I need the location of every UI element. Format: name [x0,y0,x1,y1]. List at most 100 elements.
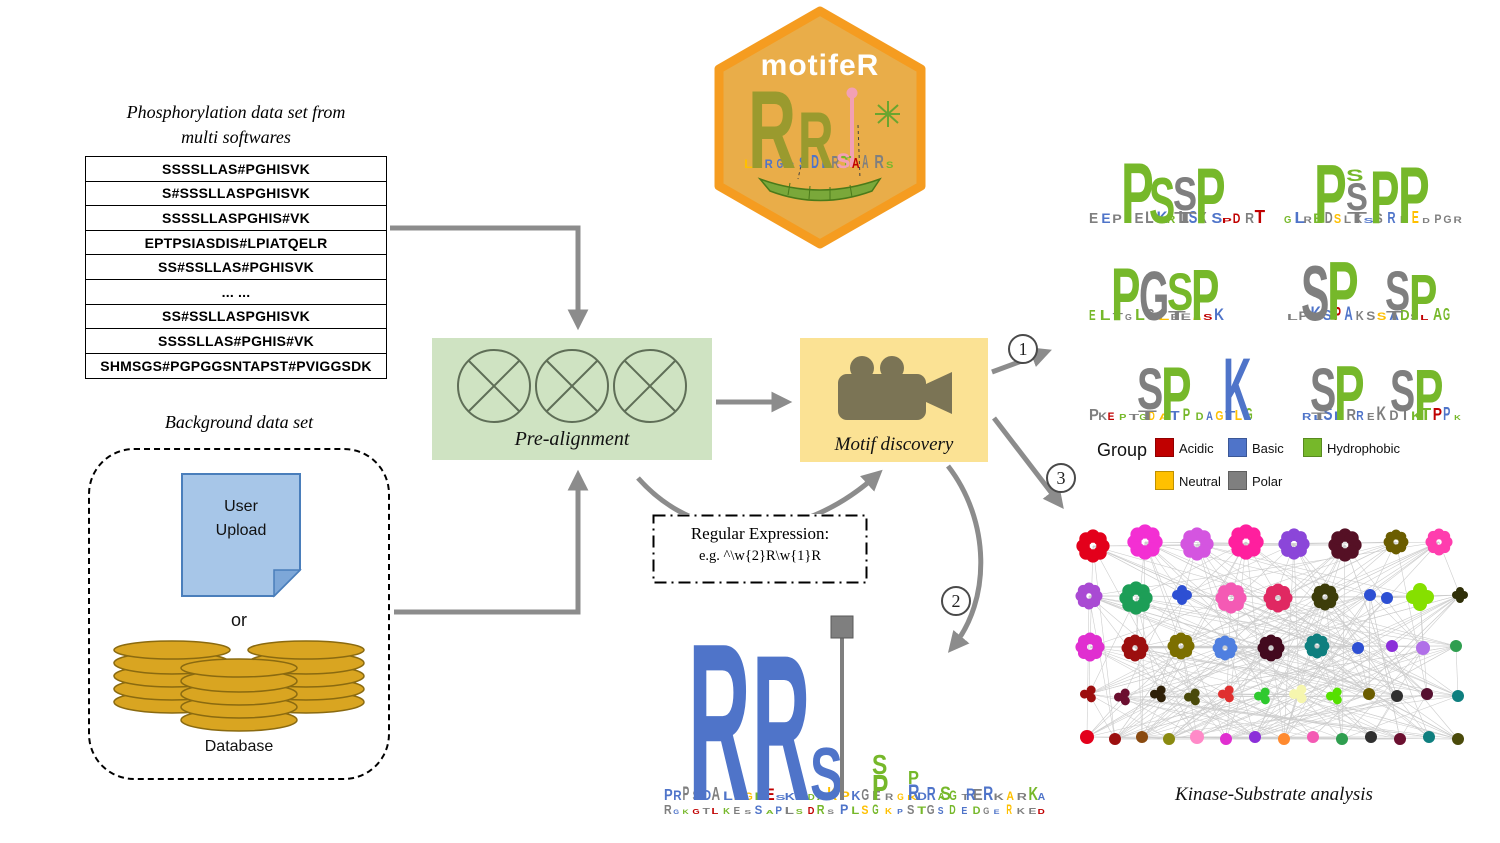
logo-letter: D [1038,807,1046,816]
logo-letter: P [683,784,690,805]
logo-letter: A [862,153,869,173]
logo-letter: A [852,155,860,171]
logo-letter: K [723,806,730,816]
logo-letter: R [673,787,682,803]
logo-letter: S [775,793,785,801]
logo-letter: L [1420,314,1429,322]
network-node-dot [1394,733,1406,745]
network-node-flower [1263,583,1293,613]
logo-letter: R [927,785,936,805]
logo-letter: S [1301,251,1329,332]
pre-alignment-box [432,338,712,460]
logo-letter: L [712,807,719,817]
network-node-dot [1416,641,1430,655]
arrow-output-3 [992,416,1064,509]
logo-letter: P [1327,246,1359,332]
network-node-flower [1212,635,1238,661]
legend-label-acidic: Acidic [1179,441,1214,456]
network-node-dot [1421,688,1433,700]
logo-letter: G [983,805,989,816]
logo-letter: R [817,802,825,817]
logo-letter: S [1173,167,1197,220]
logo-letter: G [1139,412,1146,421]
network-node-dot [1452,733,1464,745]
legend-title: Group [1097,440,1148,460]
logo-letter: A [712,785,721,805]
logo-letter: E [973,787,983,804]
logo-letter: E [733,806,740,817]
logo-letter: K [1354,214,1362,226]
table-row: SS#SSLLAS#PGHISVK [86,255,386,280]
logo-letter: R [1006,803,1012,818]
logo-letter: E [1028,807,1036,816]
logo-letter: E [1089,307,1096,323]
logo-letter: E [872,789,880,803]
network-node-dot [1363,688,1375,700]
logo-letter: R [798,97,834,186]
logo-letter: K [1356,309,1364,323]
logo-letter: T [1138,408,1157,424]
logo-letter: P [897,808,903,816]
logo-letter: T [1113,311,1124,322]
logo-letter: E [1089,210,1098,226]
logo-letter: S [1366,310,1375,323]
legend-label-polar: Polar [1252,474,1283,489]
logo-letter: T [1170,408,1180,422]
network-node-dot [1352,642,1364,654]
logo-letter: S [799,154,807,171]
logo-letter: S [1211,211,1222,227]
logo-letter: A [1006,790,1014,803]
network-caption: Kinase-Substrate analysis [1175,784,1373,805]
network-node-dot [1136,731,1148,743]
network-node-cluster [1150,685,1166,703]
phospho-dataset-title: Phosphorylation data set from multi soft… [60,100,412,150]
logo-letter: K [1028,784,1038,805]
logo-letter: L [1145,209,1154,227]
logo-letter: P [1299,309,1309,323]
logo-letter: R [787,161,795,170]
logo-letter: D [1148,410,1155,424]
logo-letter: S [938,805,944,816]
boat-hatch-lines [787,182,853,200]
note-line1: User [224,498,258,515]
logo-letter: P [1183,405,1190,424]
logo-letter: R [664,802,672,817]
logo-letter: P [1191,254,1219,332]
logo-letter: R [1387,209,1395,226]
table-row-ellipsis: ... ... [86,280,386,305]
table-row: SHMSGS#PGPGGSNTAPST#PVIGGSDK [100,358,372,375]
legend-label-hydrophobic: Hydrophobic [1327,441,1400,456]
logo-letter: E [1412,208,1419,227]
logo-letter: P [1398,151,1430,235]
table-row: EPTPSIASDIS#LPIATQELR [86,231,386,256]
logo-letter: D [917,790,927,803]
logo-letter: S [886,161,894,171]
or-label: or [230,610,247,630]
logo-letter: D [1400,306,1409,323]
logo-letter: D [808,793,815,802]
logo-letter: R [765,159,774,171]
network-node-flower [1311,583,1339,611]
logo-letter: K [1098,410,1107,422]
table-row: S#SSSLLASPGHISVK [86,182,386,207]
logo-letter: S [1377,311,1387,323]
legend-label-neutral: Neutral [1179,474,1221,489]
logo-letter: P [1195,151,1226,235]
logo-letter: R [885,792,894,803]
logo-letter: S [1364,216,1374,225]
kinase-substrate-network [1075,518,1473,770]
logo-letter: G [861,786,869,804]
logo-letter: K [885,807,893,816]
network-node-cluster [1254,687,1270,705]
logo-letter: G [1443,305,1450,325]
logo-letter: R [966,786,976,805]
logo-letter: K [994,791,1005,802]
logo-letter: E [994,808,1000,815]
logo-letter: K [1214,306,1224,325]
logo-letter: s [836,142,851,174]
logo-letter: T [841,151,852,172]
